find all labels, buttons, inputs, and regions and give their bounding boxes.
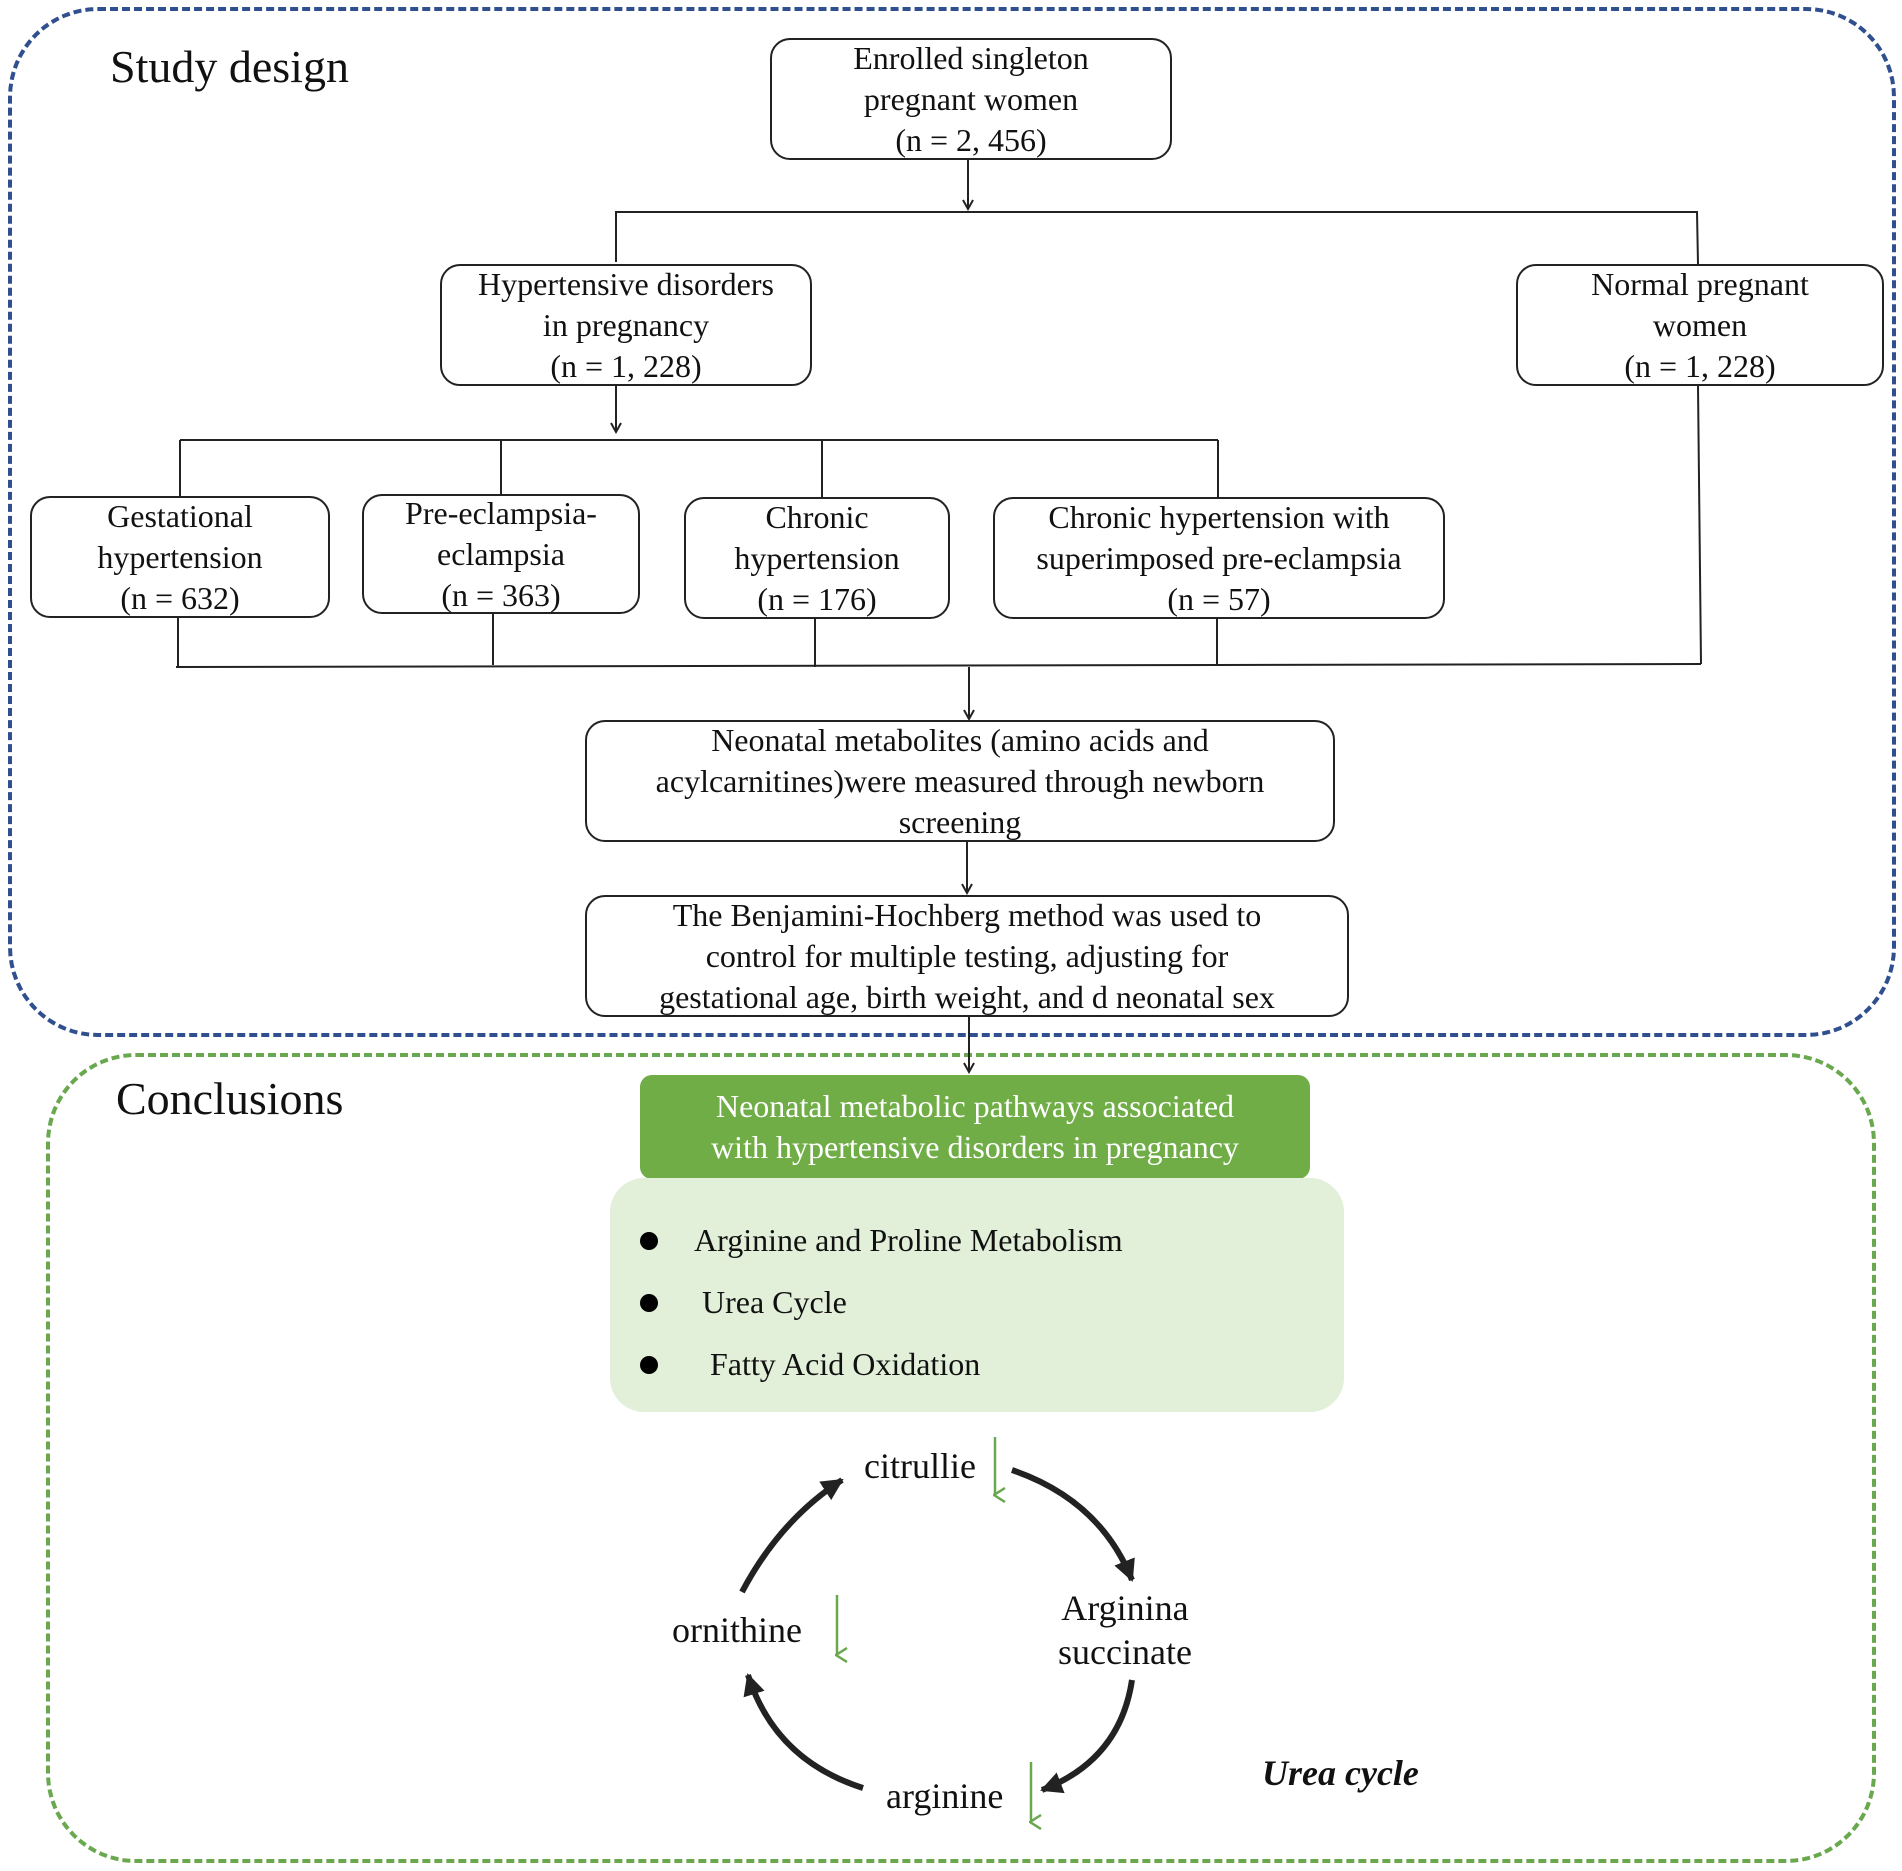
metabolite-argininosuccinate: Arginina succinate bbox=[1058, 1588, 1192, 1672]
bullet-icon bbox=[640, 1293, 658, 1312]
metabolite-citrulline: citrullie bbox=[864, 1446, 976, 1486]
list-item: Arginine and Proline Metabolism bbox=[640, 1222, 1123, 1259]
preeclampsia-box: Pre-eclampsia- eclampsia (n = 363) bbox=[362, 494, 640, 614]
gestational-hypertension-box: Gestational hypertension (n = 632) bbox=[30, 496, 330, 618]
metabolite-arginine: arginine bbox=[886, 1776, 1004, 1816]
conclusions-title: Conclusions bbox=[116, 1073, 344, 1124]
statistical-method-box: The Benjamini-Hochberg method was used t… bbox=[585, 895, 1349, 1017]
hdp-box: Hypertensive disorders in pregnancy (n =… bbox=[440, 264, 812, 386]
enrolled-box: Enrolled singleton pregnant women (n = 2… bbox=[770, 38, 1172, 160]
study-design-title: Study design bbox=[110, 41, 349, 92]
chronic-superimposed-box: Chronic hypertension with superimposed p… bbox=[993, 497, 1445, 619]
pathways-banner: Neonatal metabolic pathways associated w… bbox=[640, 1075, 1310, 1179]
bullet-icon bbox=[640, 1231, 658, 1250]
pathway-list-card: Arginine and Proline Metabolism Urea Cyc… bbox=[610, 1178, 1344, 1412]
list-item: Fatty Acid Oxidation bbox=[640, 1346, 980, 1383]
list-item: Urea Cycle bbox=[640, 1284, 847, 1321]
study-design-panel bbox=[8, 7, 1896, 1037]
neonatal-metabolites-box: Neonatal metabolites (amino acids and ac… bbox=[585, 720, 1335, 842]
normal-pregnant-box: Normal pregnant women (n = 1, 228) bbox=[1516, 264, 1884, 386]
metabolite-ornithine: ornithine bbox=[672, 1610, 802, 1650]
conclusions-panel bbox=[46, 1053, 1876, 1863]
urea-cycle-label: Urea cycle bbox=[1262, 1753, 1419, 1793]
chronic-hypertension-box: Chronic hypertension (n = 176) bbox=[684, 497, 950, 619]
bullet-icon bbox=[640, 1355, 658, 1374]
